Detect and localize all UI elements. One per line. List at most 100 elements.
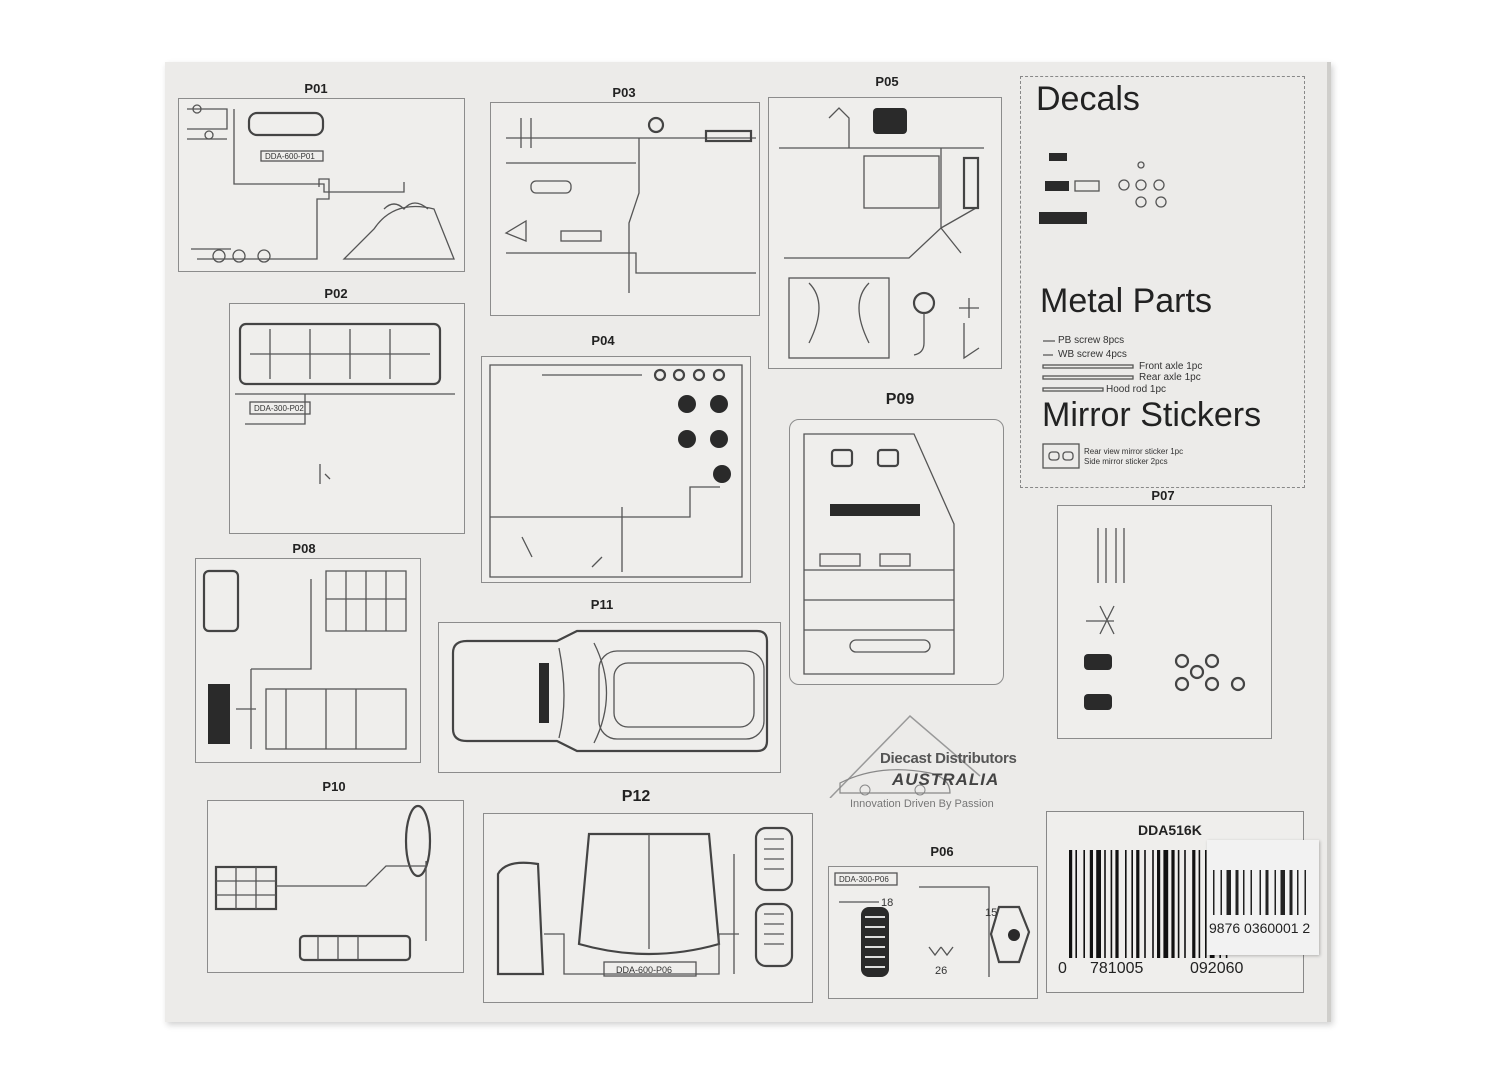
barcode-bar bbox=[1171, 850, 1175, 958]
sticker-barcode-bar bbox=[1297, 870, 1299, 915]
decals-title: Decals bbox=[1036, 80, 1140, 118]
metal-item-wb-screw: WB screw 4pcs bbox=[1058, 349, 1127, 360]
barcode-digits-group-1: 781005 bbox=[1090, 960, 1144, 977]
barcode-bar bbox=[1157, 850, 1161, 958]
sticker-barcode-bar bbox=[1274, 870, 1276, 915]
barcode-bar bbox=[1136, 850, 1140, 958]
sticker-barcode-bar bbox=[1259, 870, 1261, 915]
barcode-bar bbox=[1144, 850, 1146, 958]
barcode-bar bbox=[1110, 850, 1113, 958]
panel-p07 bbox=[1057, 505, 1272, 739]
sprue-drawing-p02 bbox=[235, 322, 455, 484]
sprue-drawing-p06 bbox=[834, 872, 1031, 977]
barcode-bar bbox=[1115, 850, 1119, 958]
barcode-bar bbox=[1089, 850, 1093, 958]
panel-label-p04: P04 bbox=[591, 333, 615, 348]
sticker-barcode-bar bbox=[1265, 870, 1269, 915]
sprue-code-p02: DDA-300-P02 bbox=[254, 404, 304, 413]
barcode-bar bbox=[1125, 850, 1127, 958]
metal-parts-title: Metal Parts bbox=[1040, 282, 1212, 320]
panel-label-p06: P06 bbox=[930, 844, 954, 859]
barcode-bar bbox=[1184, 850, 1186, 958]
sprue-code-p06: DDA-300-P06 bbox=[839, 875, 889, 884]
panel-p01: DDA-600-P01 bbox=[178, 98, 465, 272]
sticker-barcode-bar bbox=[1220, 870, 1222, 915]
panel-p02: DDA-300-P02 bbox=[229, 303, 465, 534]
part-number-15: 15 bbox=[985, 907, 998, 919]
sprue-drawing-p11 bbox=[451, 629, 769, 753]
sprue-drawing-p10 bbox=[214, 804, 432, 962]
sprue-drawing-p09 bbox=[803, 433, 955, 675]
sticker-barcode-bar bbox=[1213, 870, 1215, 915]
panel-label-p11: P11 bbox=[590, 597, 614, 612]
logo-tagline: Innovation Driven By Passion bbox=[850, 798, 994, 810]
barcode-bar bbox=[1152, 850, 1154, 958]
price-sticker bbox=[1207, 840, 1319, 955]
decals-drawing bbox=[1039, 153, 1167, 469]
panel-p09 bbox=[789, 419, 1004, 685]
barcode-bar bbox=[1083, 850, 1085, 958]
sprue-drawing-p03 bbox=[504, 116, 756, 293]
panel-label-p07: P07 bbox=[1151, 488, 1175, 503]
sprue-drawing-p08 bbox=[202, 569, 407, 750]
panel-p05 bbox=[768, 97, 1002, 369]
sticker-barcode-bar bbox=[1235, 870, 1239, 915]
sprue-code-p01: DDA-600-P01 bbox=[265, 152, 315, 161]
barcode-bar bbox=[1104, 850, 1106, 958]
part-number-18: 18 bbox=[881, 897, 894, 909]
panel-label-p12: P12 bbox=[621, 788, 651, 805]
panel-p12: DDA-600-P06 bbox=[483, 813, 813, 1003]
company-logo-graphic bbox=[829, 714, 981, 798]
logo-country: AUSTRALIA bbox=[892, 770, 1000, 789]
barcode-bar bbox=[1131, 850, 1133, 958]
parts-list-box bbox=[1020, 76, 1305, 488]
barcode-bar bbox=[1075, 850, 1077, 958]
sticker-barcode-bar bbox=[1304, 870, 1306, 915]
mirror-item-side: Side mirror sticker 2pcs bbox=[1084, 457, 1168, 466]
panel-label-p08: P08 bbox=[292, 541, 316, 556]
mirror-stickers-title: Mirror Stickers bbox=[1042, 396, 1262, 434]
sticker-barcode-bar bbox=[1289, 870, 1293, 915]
barcode-bar bbox=[1192, 850, 1196, 958]
panel-label-p10: P10 bbox=[322, 779, 346, 794]
panel-label-p02: P02 bbox=[324, 286, 348, 301]
barcode-bars bbox=[1069, 850, 1228, 958]
sticker-barcode-bar bbox=[1250, 870, 1252, 915]
sprue-code-p12: DDA-600-P06 bbox=[616, 965, 673, 975]
panel-label-p01: P01 bbox=[304, 81, 328, 96]
sprue-drawing-p07 bbox=[1084, 528, 1246, 710]
panel-p03 bbox=[490, 102, 760, 316]
panel-label-p05: P05 bbox=[875, 74, 899, 89]
product-code: DDA516K bbox=[1138, 822, 1202, 838]
barcode-bar bbox=[1205, 850, 1207, 958]
mirror-item-rear: Rear view mirror sticker 1pc bbox=[1084, 447, 1184, 456]
sprue-drawing-p01 bbox=[187, 104, 455, 263]
sticker-barcode-bar bbox=[1280, 870, 1285, 915]
panel-p11 bbox=[438, 622, 781, 773]
metal-item-pb-screw: PB screw 8pcs bbox=[1058, 335, 1125, 346]
metal-item-rear-axle: Rear axle 1pc bbox=[1139, 372, 1201, 383]
barcode-digits-group-2: 092060 bbox=[1190, 960, 1244, 977]
panel-label-p03: P03 bbox=[612, 85, 636, 100]
sticker-barcode-bar bbox=[1243, 870, 1245, 915]
metal-item-front-axle: Front axle 1pc bbox=[1139, 361, 1203, 372]
panel-p04 bbox=[481, 356, 751, 583]
panel-p08 bbox=[195, 558, 421, 763]
barcode-digit-left: 0 bbox=[1058, 960, 1067, 977]
panel-label-p09: P09 bbox=[885, 391, 915, 408]
sticker-barcode-bars bbox=[1213, 870, 1306, 915]
barcode-bar bbox=[1096, 850, 1101, 958]
sprue-drawing-p04 bbox=[489, 364, 743, 578]
part-number-26: 26 bbox=[935, 965, 948, 977]
panel-p06: DDA-300-P06 18 15 26 bbox=[828, 866, 1038, 999]
sticker-digits: 9876 0360001 2 bbox=[1209, 920, 1311, 936]
barcode-bar bbox=[1198, 850, 1201, 958]
sprue-drawing-p12 bbox=[496, 826, 794, 977]
logo-name: Diecast Distributors bbox=[880, 750, 1017, 767]
sprue-drawing-p05 bbox=[779, 107, 984, 360]
barcode-bar bbox=[1069, 850, 1073, 958]
metal-item-hood-rod: Hood rod 1pc bbox=[1106, 384, 1167, 395]
barcode-bar bbox=[1163, 850, 1169, 958]
barcode-bar bbox=[1177, 850, 1180, 958]
sticker-barcode-bar bbox=[1226, 870, 1231, 915]
